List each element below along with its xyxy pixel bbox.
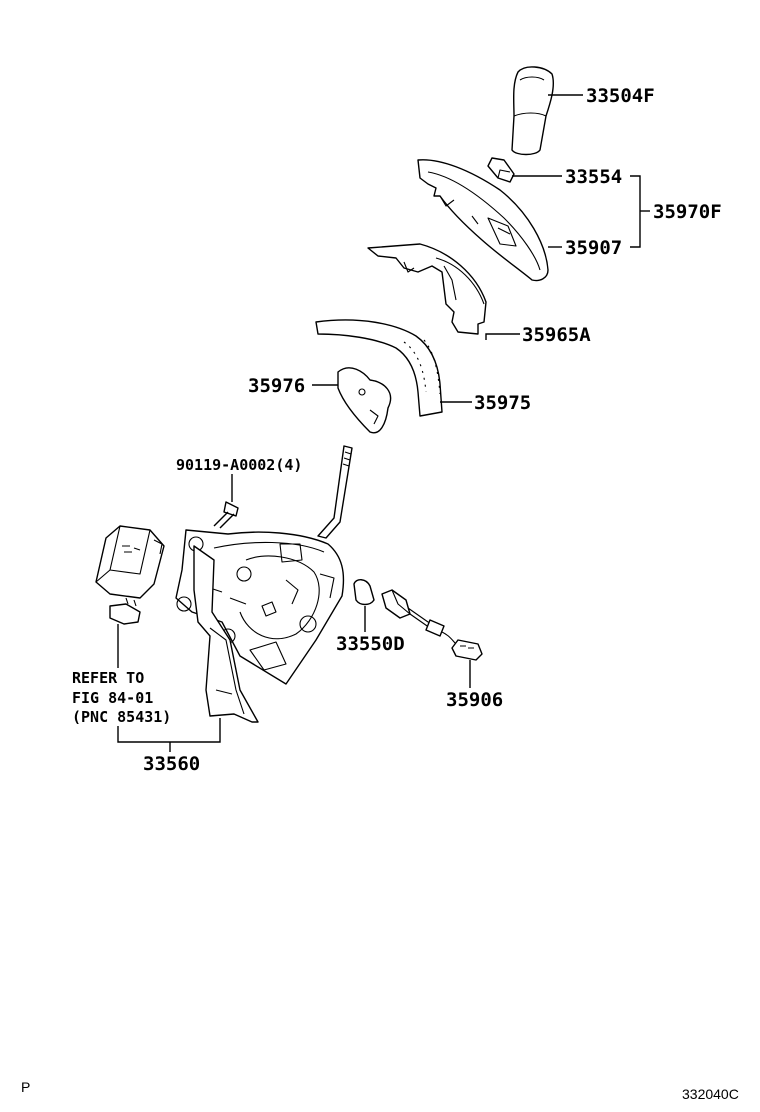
part-label-90119: 90119-A0002(4) bbox=[176, 456, 302, 474]
part-label-33560: 33560 bbox=[143, 753, 200, 775]
part-label-33504F: 33504F bbox=[586, 85, 655, 107]
part-label-33554: 33554 bbox=[565, 166, 622, 188]
shift-knob-part bbox=[511, 66, 555, 156]
refer-line-1: REFER TO bbox=[72, 669, 144, 687]
shift-lever-assembly bbox=[175, 529, 345, 685]
part-label-35970F: 35970F bbox=[653, 201, 722, 223]
shift-lock-solenoid bbox=[95, 525, 165, 625]
page-marker: P bbox=[21, 1079, 30, 1095]
group-bracket-33560 bbox=[117, 718, 221, 743]
refer-line-2: FIG 84-01 bbox=[72, 689, 153, 707]
part-label-35907: 35907 bbox=[565, 237, 622, 259]
clip-part bbox=[487, 157, 515, 183]
slide-strip-part bbox=[315, 319, 443, 417]
bulb-part bbox=[353, 579, 375, 606]
part-label-35906: 35906 bbox=[446, 689, 503, 711]
part-label-35965A: 35965A bbox=[522, 324, 591, 346]
figure-code: 332040C bbox=[682, 1086, 739, 1102]
part-label-35976: 35976 bbox=[248, 375, 305, 397]
group-bracket-35970F bbox=[630, 175, 641, 248]
part-label-35975: 35975 bbox=[474, 392, 531, 414]
leader-35965A bbox=[485, 333, 520, 340]
cover-plate-part bbox=[367, 243, 487, 335]
bolt-part bbox=[213, 501, 239, 529]
indicator-housing-part bbox=[417, 159, 549, 282]
shift-base-bracket bbox=[193, 545, 259, 723]
shift-lever-rod bbox=[317, 445, 353, 539]
part-label-33550D: 33550D bbox=[336, 633, 405, 655]
refer-line-3: (PNC 85431) bbox=[72, 708, 171, 726]
position-plate-part bbox=[337, 367, 392, 434]
bulb-socket-wire bbox=[381, 589, 483, 661]
